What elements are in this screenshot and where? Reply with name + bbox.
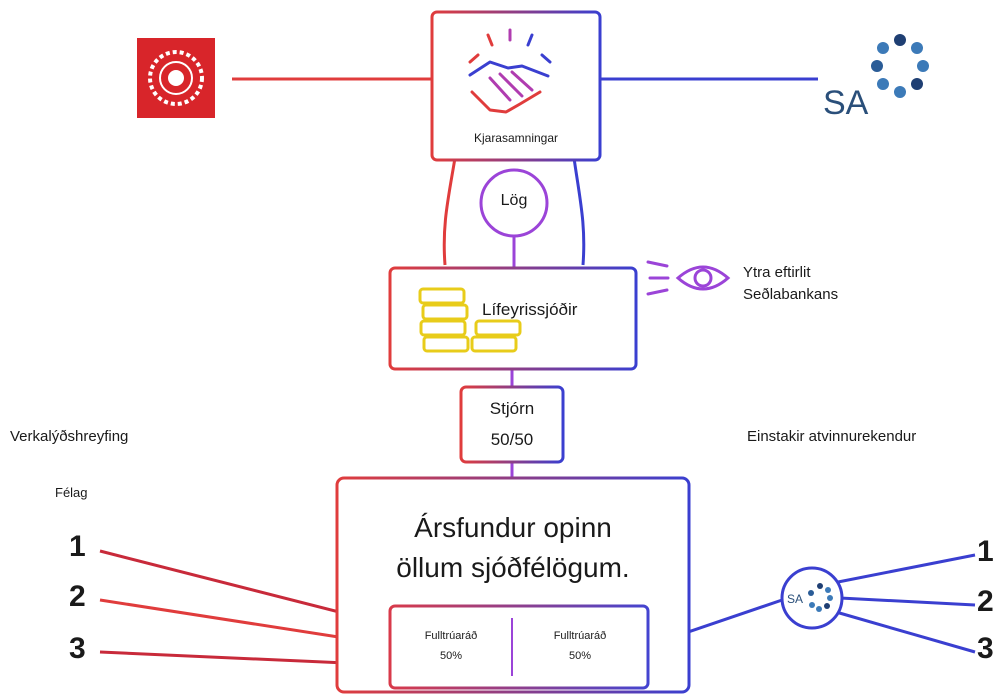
left-number-1: 1 bbox=[69, 530, 86, 563]
line-sa-3 bbox=[835, 610, 976, 654]
line-sa-1 bbox=[837, 553, 976, 584]
right-group-heading: Einstakir atvinnurekendur bbox=[747, 428, 917, 445]
right-number-1: 1 bbox=[977, 535, 994, 568]
line-agreement-fund-left bbox=[442, 157, 457, 266]
eye-icon bbox=[646, 260, 731, 296]
oversight-line1: Ytra eftirlit bbox=[743, 264, 811, 281]
fund-label: Lífeyrissjóðir bbox=[482, 300, 578, 319]
law-circle bbox=[479, 168, 549, 238]
meeting-line1: Ársfundur opinn bbox=[414, 512, 612, 543]
board-box bbox=[459, 385, 565, 464]
council-left-share: 50% bbox=[439, 650, 463, 662]
left-group-sub: Félag bbox=[55, 485, 88, 500]
council-right-name: Fulltrúaráð bbox=[553, 630, 607, 642]
sa-circle bbox=[780, 566, 844, 630]
agreement-box bbox=[430, 10, 602, 162]
council-box bbox=[388, 604, 650, 690]
sa-logo bbox=[871, 34, 929, 98]
right-number-3: 3 bbox=[977, 632, 994, 665]
sa-small-logo bbox=[808, 583, 833, 612]
council-right-share: 50% bbox=[568, 650, 592, 662]
line-sa-2 bbox=[839, 596, 976, 607]
handshake-icon bbox=[468, 28, 552, 114]
council-left-name: Fulltrúaráð bbox=[424, 630, 478, 642]
union-logo-gear bbox=[148, 50, 204, 106]
union-logo-center bbox=[168, 70, 184, 86]
left-group-heading: Verkalýðshreyfing bbox=[10, 428, 129, 445]
left-number-2: 2 bbox=[69, 580, 86, 613]
law-label: Lög bbox=[500, 192, 528, 209]
oversight-line2: Seðlabankans bbox=[743, 286, 839, 303]
right-number-2: 2 bbox=[977, 585, 994, 618]
sa-logo-text: SA bbox=[823, 84, 869, 122]
union-logo bbox=[137, 38, 215, 118]
coin-stack-icon bbox=[418, 287, 522, 353]
union-logo-ring bbox=[159, 61, 193, 95]
board-line2: 50/50 bbox=[490, 430, 534, 449]
left-number-3: 3 bbox=[69, 632, 86, 665]
agreement-label: Kjarasamningar bbox=[473, 131, 559, 145]
board-line1: Stjórn bbox=[489, 399, 535, 418]
sa-small-text: SA bbox=[787, 592, 804, 606]
meeting-line2: öllum sjóðfélögum. bbox=[396, 552, 630, 583]
line-agreement-fund-right bbox=[572, 157, 586, 266]
